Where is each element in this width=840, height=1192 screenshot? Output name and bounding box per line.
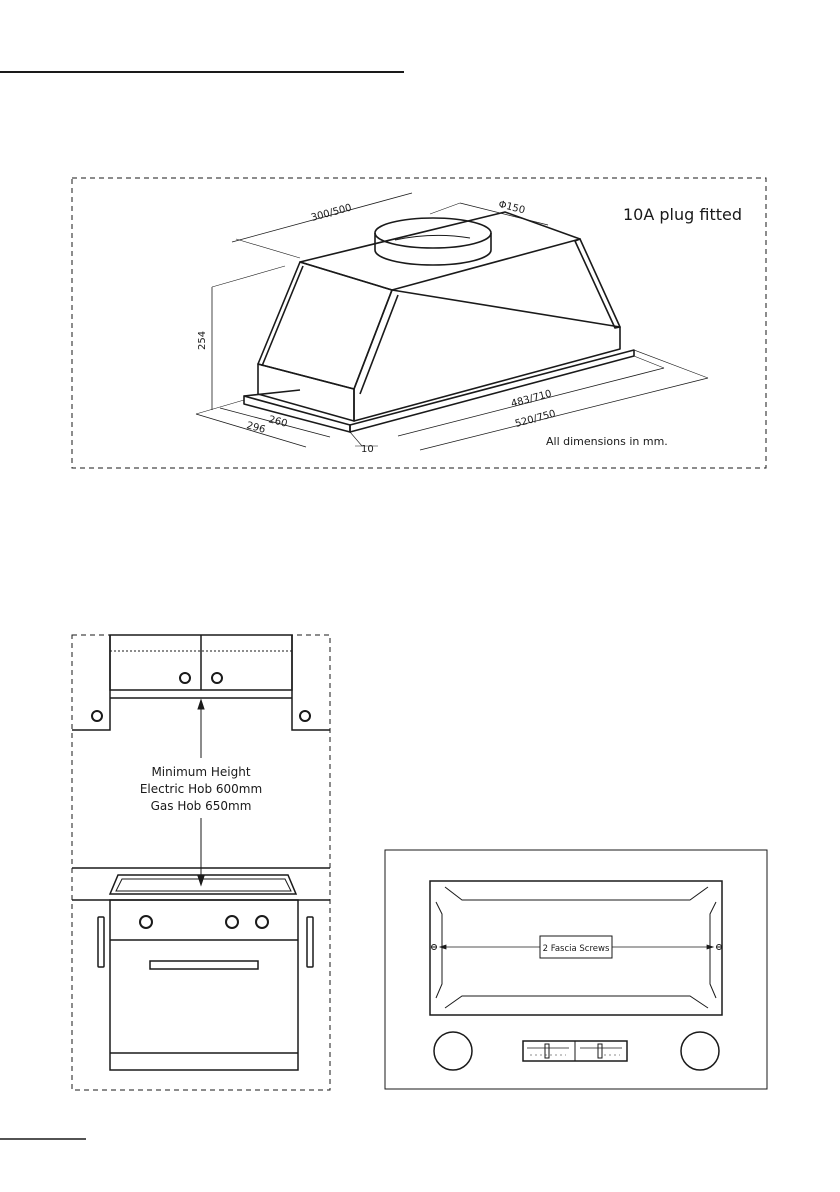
dim-depth-296: 296 xyxy=(245,420,266,436)
hood-dimension-diagram: 300/500 Φ150 254 260 296 10 483/710 520/… xyxy=(72,178,766,468)
fascia-diagram: 2 Fascia Screws xyxy=(385,850,767,1089)
light-left-icon xyxy=(434,1032,472,1070)
dim-depth-260: 260 xyxy=(267,414,288,430)
dim-lip: 10 xyxy=(361,444,374,455)
dim-width-inner: 483/710 xyxy=(510,389,553,410)
fascia-screws-label: 2 Fascia Screws xyxy=(543,944,610,954)
dim-width-outer: 520/750 xyxy=(514,409,557,430)
gas-hob-height: Gas Hob 650mm xyxy=(151,799,252,813)
light-right-icon xyxy=(681,1032,719,1070)
fascia-screw-left xyxy=(432,945,437,950)
dim-depth-top: 300/500 xyxy=(310,203,353,224)
electric-hob-height: Electric Hob 600mm xyxy=(140,782,262,796)
min-height-title: Minimum Height xyxy=(151,765,250,779)
plug-note: 10A plug fitted xyxy=(623,205,742,224)
units-note: All dimensions in mm. xyxy=(546,435,668,448)
control-panel-drawing xyxy=(434,1032,719,1070)
dim-height: 254 xyxy=(197,331,208,350)
fascia-screw-right xyxy=(717,945,722,950)
install-height-diagram: Minimum Height Electric Hob 600mm Gas Ho… xyxy=(72,635,330,1090)
hood-body-drawing xyxy=(244,212,634,432)
